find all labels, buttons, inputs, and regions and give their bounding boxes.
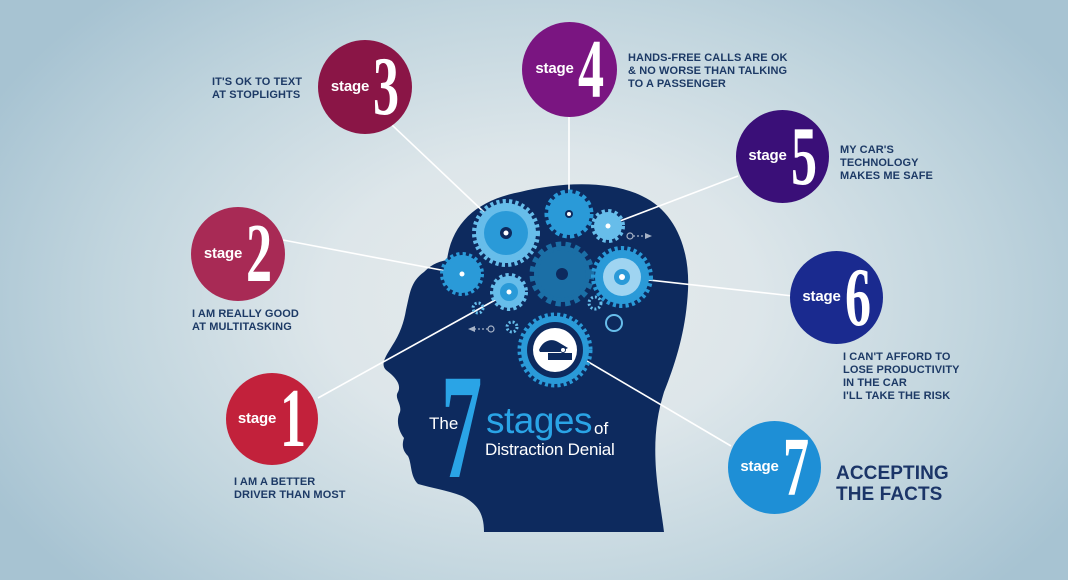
stage-1-circle: stage 1 (226, 373, 318, 465)
stage-number: 2 (246, 207, 273, 300)
stage-number: 7 (782, 420, 809, 514)
stage-number: 6 (844, 250, 871, 344)
stage-number: 1 (280, 372, 307, 465)
stage-2-caption: I AM REALLY GOOD AT MULTITASKING (192, 308, 299, 333)
stage-1-caption: I AM A BETTER DRIVER THAN MOST (234, 476, 346, 501)
stage-word: stage (237, 409, 277, 427)
title-stages: stages (486, 400, 593, 441)
stage-2-circle: stage 2 (191, 207, 285, 301)
stage-word: stage (330, 77, 370, 95)
stage-4-circle: stage 4 (522, 22, 617, 117)
stage-5-circle: stage 5 (736, 110, 829, 203)
title-subtitle: Distraction Denial (485, 440, 615, 459)
stage-word: stage (535, 60, 574, 77)
stage-word: stage (203, 244, 243, 262)
stage-number: 4 (577, 22, 604, 116)
stage-4-caption: HANDS-FREE CALLS ARE OK & NO WORSE THAN … (628, 52, 788, 90)
arrow-icon (468, 232, 652, 333)
stage-number: 3 (373, 40, 400, 133)
stage-6-circle: stage 6 (790, 251, 883, 344)
stage-number: 5 (790, 109, 817, 203)
stage-word: stage (802, 288, 841, 305)
stage-6-caption: I CAN'T AFFORD TO LOSE PRODUCTIVITY IN T… (843, 351, 960, 402)
stage-3-caption: IT'S OK TO TEXT AT STOPLIGHTS (212, 76, 303, 101)
stage-3-circle: stage 3 (318, 40, 412, 134)
stage-word: stage (748, 147, 787, 164)
title-number: 7 (441, 344, 483, 510)
title-of: of (594, 419, 609, 438)
stage-word: stage (740, 458, 779, 475)
stage-7-caption: ACCEPTING THE FACTS (836, 463, 949, 505)
stage-5-caption: MY CAR'S TECHNOLOGY MAKES ME SAFE (840, 144, 933, 182)
stage-7-circle: stage 7 (728, 421, 821, 514)
gear-icon (440, 189, 653, 388)
title-the: The (429, 414, 459, 433)
